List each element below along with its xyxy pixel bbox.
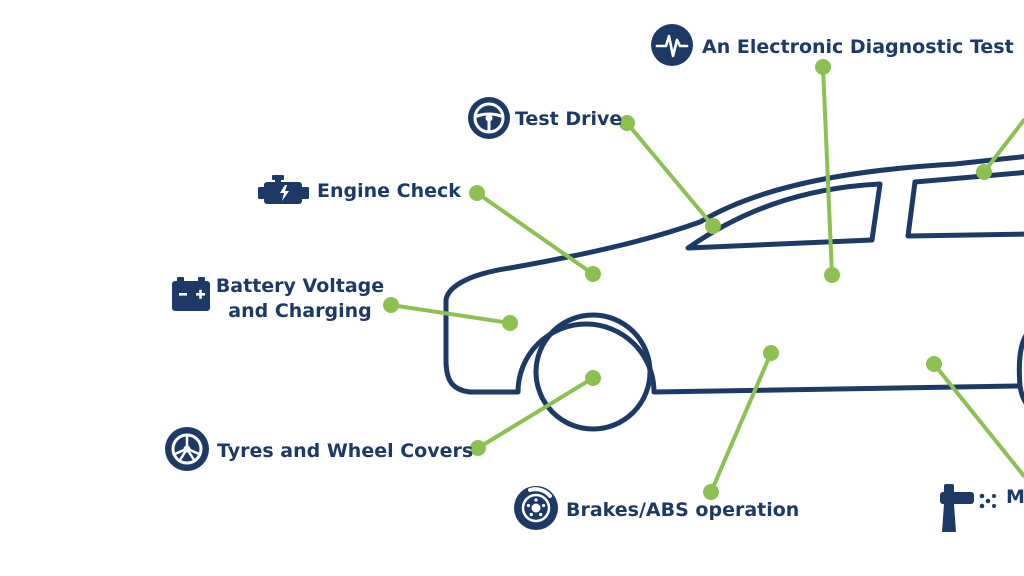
connector-line-battery — [389, 303, 512, 325]
connector-dot-engine-b — [585, 266, 601, 282]
brake-disc-icon — [514, 486, 558, 530]
connector-line-brakes — [709, 351, 773, 494]
connector-dot-tyres-b — [585, 370, 601, 386]
connector-line-right-lower — [932, 362, 1024, 478]
connector-dot-diagnostic-b — [824, 267, 840, 283]
wheel-icon — [165, 427, 209, 471]
engine-icon — [258, 175, 309, 204]
connector-dot-brakes-a — [703, 484, 719, 500]
battery-icon — [172, 277, 210, 311]
connector-dot-test-drive-b — [705, 218, 721, 234]
label-cut-off-right: M — [1006, 486, 1024, 508]
connector-dot-test-drive-a — [619, 115, 635, 131]
connector-lines — [383, 59, 1024, 500]
connector-dot-right-upper — [976, 164, 992, 180]
label-battery-line-1: Battery Voltage — [216, 275, 384, 297]
label-test-drive: Test Drive — [515, 108, 622, 130]
front-tyre — [533, 312, 653, 432]
car-body — [443, 154, 1024, 395]
connector-dot-battery-a — [383, 297, 399, 313]
connector-line-engine — [475, 191, 595, 276]
rear-wheel-arch — [1016, 333, 1024, 405]
connector-line-tyres — [476, 376, 595, 450]
connector-dot-right-lower — [926, 356, 942, 372]
connector-dot-engine-a — [469, 185, 485, 201]
label-brakes-abs-operation: Brakes/ABS operation — [566, 499, 799, 521]
front-window — [685, 181, 883, 251]
label-electronic-diagnostic-test: An Electronic Diagnostic Test — [702, 36, 1014, 58]
connector-dot-brakes-b — [763, 345, 779, 361]
heartbeat-icon — [651, 24, 693, 66]
spray-gun-icon — [940, 484, 996, 532]
connector-dot-tyres-a — [470, 440, 486, 456]
connector-line-diagnostic — [821, 65, 834, 277]
label-tyres-and-wheel-covers: Tyres and Wheel Covers — [217, 440, 473, 462]
connector-dot-diagnostic-a — [815, 59, 831, 75]
label-battery-line-2: and Charging — [228, 300, 371, 322]
rear-window — [905, 170, 1024, 239]
steering-wheel-icon — [468, 97, 510, 139]
car-outline — [443, 154, 1024, 432]
connector-line-test-drive — [625, 121, 715, 228]
connector-dot-battery-b — [502, 315, 518, 331]
label-engine-check: Engine Check — [317, 180, 461, 202]
connector-line-right-upper — [982, 118, 1024, 174]
